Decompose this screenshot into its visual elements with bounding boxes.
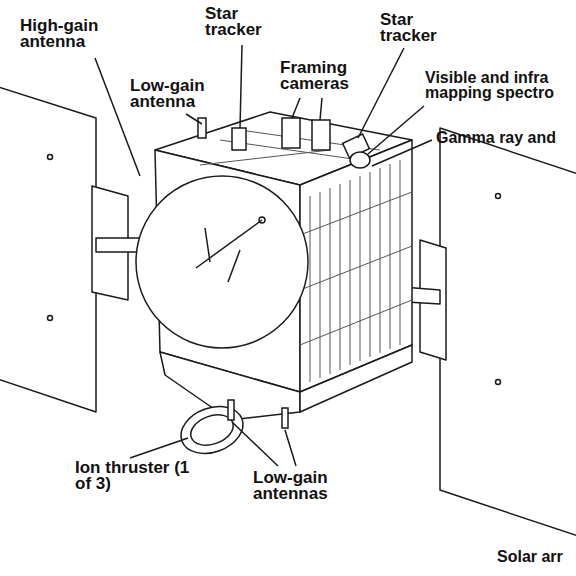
part-label: Low-gain antenna [130,78,230,110]
part-label: Gamma ray and [436,130,576,145]
spectrometer [350,152,370,168]
framing-camera [312,120,330,150]
solar-panel [440,128,576,540]
leader-line [358,48,404,138]
leader-line [130,438,188,458]
part-label: Star tracker [380,12,460,44]
fin-lines [310,160,400,382]
part-label: Ion thruster (1 of 3) [75,460,190,492]
low-gain-antenna [228,400,234,420]
dish-feed [196,220,262,282]
fin-lines [300,192,412,345]
part-label: Low-gain antennas [253,470,353,502]
dish-feed [259,217,265,223]
panel-mount [48,316,53,321]
ion-thruster [174,398,249,461]
leader-line [292,98,322,120]
low-gain-antenna [198,118,206,138]
body-skirt [300,345,412,412]
leader-line [240,45,242,128]
part-label: Framing cameras [280,60,375,92]
body-skirt [160,352,300,420]
leader-line [95,58,140,176]
framing-camera [282,118,300,148]
part-label: Visible and infra mapping spectro [425,70,575,100]
panel-mount [496,380,501,385]
leader-line [232,422,296,466]
part-label: Star tracker [205,6,285,38]
low-gain-antenna [282,408,288,428]
high-gain-dish [136,176,308,348]
star-tracker [232,128,246,150]
leader-line [372,140,432,166]
panel-mount [48,155,53,160]
part-label: High-gain antenna [20,18,120,50]
solar-panel [0,86,96,412]
panel-mount [496,194,501,199]
leader-line [186,114,202,124]
part-label: Solar arr [497,549,576,564]
